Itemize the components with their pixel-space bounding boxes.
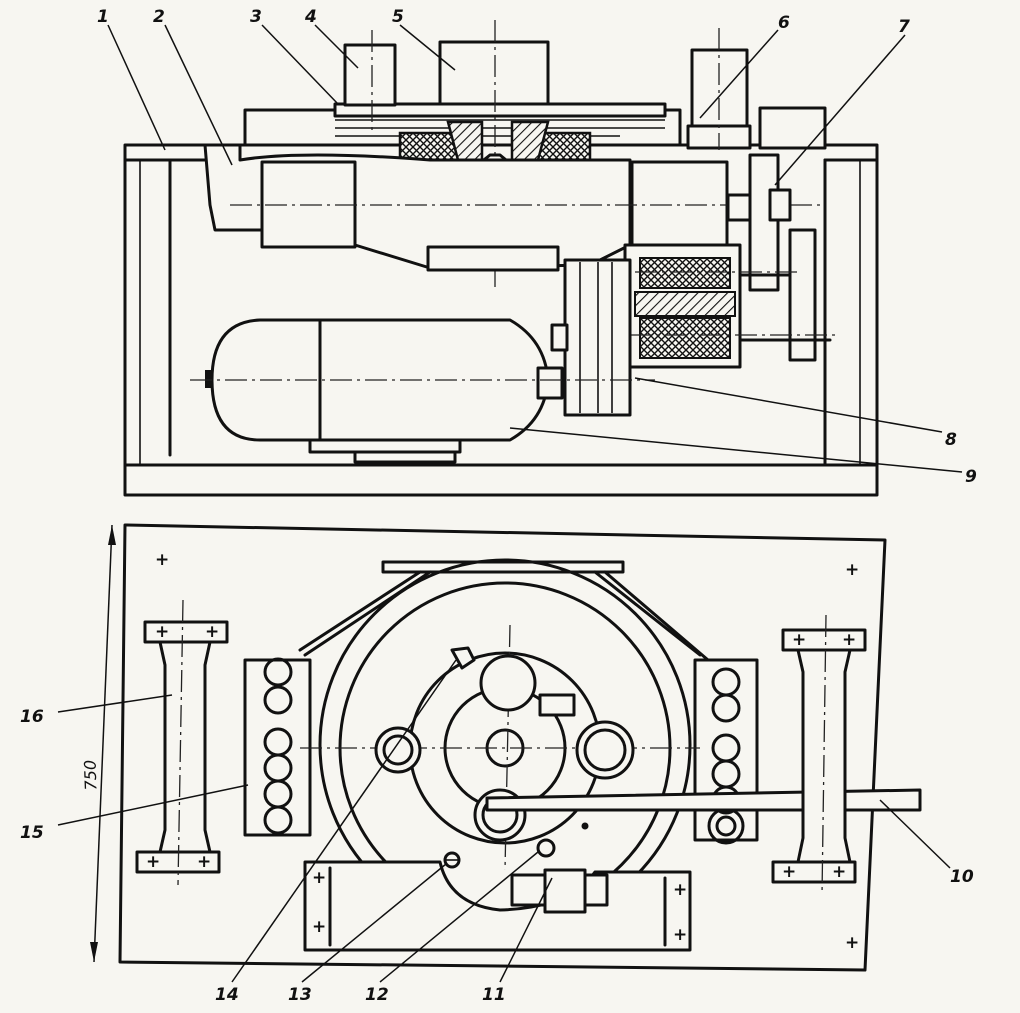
- electric-motor: [190, 318, 655, 464]
- callout-6: 6: [778, 13, 790, 33]
- pins: [443, 646, 476, 869]
- svg-text:+: +: [782, 862, 796, 882]
- base-plate: [118, 523, 887, 972]
- svg-text:+: +: [155, 622, 169, 642]
- callout-7: 7: [898, 17, 910, 37]
- left-roller-support: + + + +: [135, 599, 229, 886]
- callout-3: 3: [250, 7, 262, 27]
- svg-text:+: +: [146, 852, 160, 872]
- callout-1: 1: [97, 7, 109, 27]
- callout-14: 14: [215, 985, 239, 1005]
- callout-labels: 1 2 3 4 5 6 7 8 9 10 11 12 13 14 15 16: [20, 7, 977, 1005]
- callout-9: 9: [965, 467, 977, 487]
- fastener-marks: + + +: [155, 550, 859, 953]
- pin-6: [686, 28, 752, 150]
- callout-10: 10: [950, 867, 974, 887]
- leader-lines: [57, 24, 963, 983]
- svg-text:+: +: [845, 560, 859, 580]
- right-roller-support: + + + +: [771, 614, 867, 896]
- reducer-body: [203, 143, 820, 272]
- dimension-750: 750: [80, 760, 100, 791]
- callout-16: 16: [20, 707, 44, 727]
- callout-5: 5: [392, 7, 404, 27]
- svg-text:+: +: [197, 852, 211, 872]
- callout-11: 11: [482, 985, 506, 1005]
- right-stop-bar: [693, 658, 759, 845]
- svg-text:+: +: [155, 550, 169, 570]
- svg-text:+: +: [673, 880, 687, 900]
- callout-12: 12: [365, 985, 389, 1005]
- lower-guide-block: + + + +: [303, 838, 692, 952]
- callout-15: 15: [20, 823, 44, 843]
- front-view: [123, 20, 879, 497]
- svg-text:+: +: [312, 917, 326, 937]
- svg-text:+: +: [792, 630, 806, 650]
- belt-pulley: [550, 258, 632, 417]
- svg-text:+: +: [673, 925, 687, 945]
- dimension-line: 750: [80, 524, 116, 963]
- svg-text:+: +: [845, 933, 859, 953]
- callout-13: 13: [288, 985, 312, 1005]
- upper-bracket: [298, 560, 710, 662]
- pin-4: [343, 30, 397, 130]
- plan-view: 750: [80, 523, 922, 972]
- callout-8: 8: [945, 430, 957, 450]
- svg-text:+: +: [205, 622, 219, 642]
- callout-4: 4: [304, 7, 317, 27]
- callout-2: 2: [153, 7, 165, 27]
- left-stop-bar: [243, 657, 312, 837]
- svg-text:+: +: [832, 862, 846, 882]
- workpiece-bar: [485, 788, 922, 812]
- svg-text:+: +: [842, 630, 856, 650]
- svg-text:+: +: [312, 868, 326, 888]
- gear-train: [560, 153, 840, 369]
